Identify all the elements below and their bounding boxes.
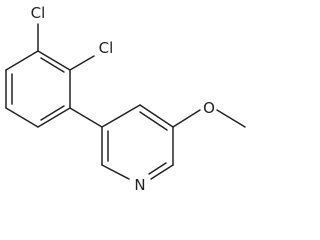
bond-pyridine-double-2 [148,162,167,175]
bond-pyridine-2 [139,104,174,128]
nitrogen-label: N [134,176,145,194]
chlorine-label-top: Cl [31,4,46,22]
bond-biaryl [69,107,103,128]
oxygen-label: O [203,99,215,117]
bond-phenyl-1 [37,50,71,71]
bond-o-methyl [216,109,246,128]
bond-c-o [172,109,201,128]
bond-c-cl-right [69,55,95,71]
pyridine-ring [101,104,174,180]
structure-canvas: Cl Cl N O [5,4,246,194]
bond-pyridine-4 [150,164,174,180]
bond-pyridine-double-1 [139,111,168,131]
bond-phenyl-6 [5,50,39,71]
bond-phenyl-double-2 [40,105,65,121]
dichlorophenyl-ring [5,50,71,128]
bond-pyridine-5 [101,164,130,180]
bond-pyridine-1 [101,104,141,128]
bond-phenyl-double-1 [40,57,65,73]
chlorine-label-right: Cl [99,39,114,57]
bond-phenyl-3 [37,107,71,128]
bond-phenyl-4 [5,107,39,128]
